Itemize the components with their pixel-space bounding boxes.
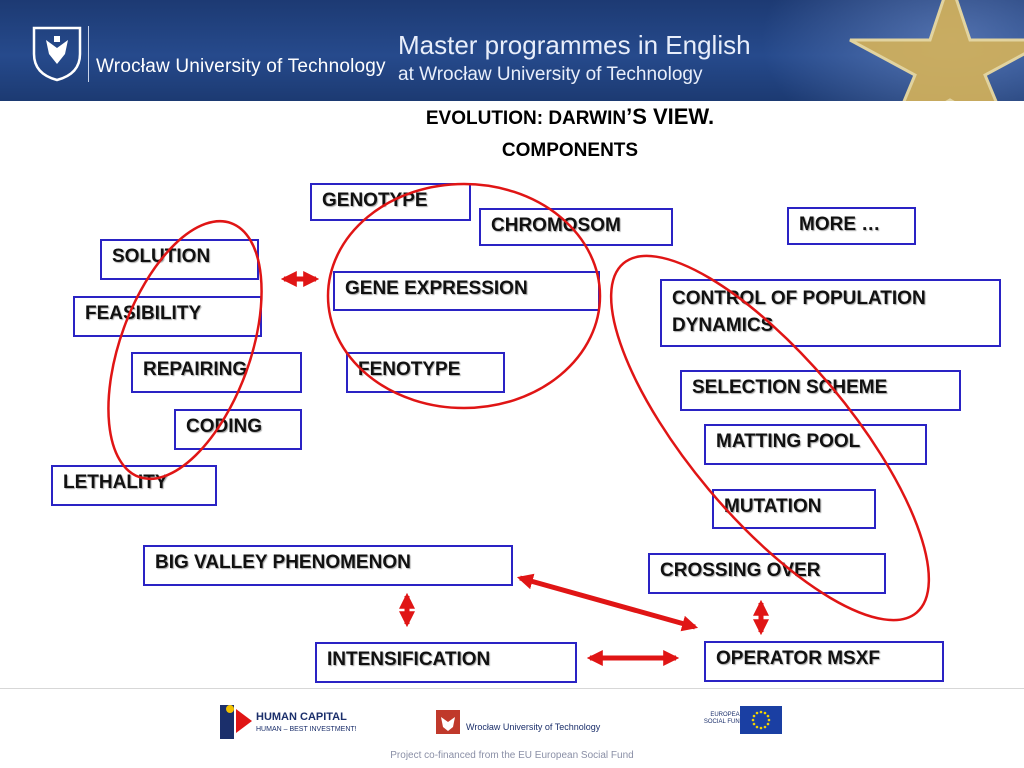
box-operator-msxf: OPERATOR MSXF <box>704 641 944 682</box>
eu-flag-icon <box>740 706 782 734</box>
banner-separator <box>88 26 89 82</box>
arrow-bigvalley-operator <box>516 573 699 632</box>
box-gene-expression: GENE EXPRESSION <box>333 271 600 311</box>
programme-title: Master programmes in English <box>398 30 751 60</box>
ellipse-left-group <box>107 219 263 481</box>
star-decoration <box>849 0 1024 101</box>
programme-subtitle: at Wrocław University of Technology <box>398 64 703 85</box>
esf-label: EUROPEAN SOCIAL FUND <box>703 712 744 725</box>
university-name-small: Wrocław University of Technology <box>466 722 601 732</box>
box-intensification: INTENSIFICATION <box>315 642 577 683</box>
box-selection-scheme: SELECTION SCHEME <box>680 370 961 411</box>
slide-subtitle: COMPONENTS <box>501 140 639 161</box>
box-fenotype: FENOTYPE <box>346 352 505 393</box>
box-coding: CODING <box>174 409 302 450</box>
slide-title-part2: ’S VIEW. <box>626 104 715 129</box>
box-mutation: MUTATION <box>712 489 876 529</box>
box-matting-pool: MATTING POOL <box>704 424 927 465</box>
university-crest-logo <box>32 26 82 82</box>
university-name: Wrocław University of Technology <box>96 56 386 77</box>
slide-title-part1: EVOLUTION: DARWIN <box>425 108 627 129</box>
slide-title: EVOLUTION: DARWIN’S VIEW. <box>260 104 880 130</box>
box-genotype: GENOTYPE <box>310 183 471 221</box>
human-capital-title: HUMAN CAPITAL <box>256 711 347 723</box>
box-solution: SOLUTION <box>100 239 259 280</box>
box-feasibility: FEASIBILITY <box>73 296 262 337</box>
box-control-of-population-dynamics: CONTROL OF POPULATION DYNAMICS <box>660 279 1001 347</box>
box-crossing-over: CROSSING OVER <box>648 553 886 594</box>
human-capital-logo <box>220 705 252 739</box>
box-big-valley-phenomenon: BIG VALLEY PHENOMENON <box>143 545 513 586</box>
header-banner: Wrocław University of Technology Master … <box>0 0 1024 101</box>
box-repairing: REPAIRING <box>131 352 302 393</box>
university-crest-small-logo <box>436 710 460 734</box>
box-more: MORE … <box>787 207 916 245</box>
footer-divider <box>0 688 1024 689</box>
human-capital-subtitle: HUMAN – BEST INVESTMENT! <box>256 726 357 733</box>
cofinanced-note: Project co-financed from the EU European… <box>390 750 634 761</box>
ellipse-genotype-group <box>326 182 602 410</box>
box-chromosom: CHROMOSOM <box>479 208 673 246</box>
ellipse-operator-group <box>609 254 931 622</box>
